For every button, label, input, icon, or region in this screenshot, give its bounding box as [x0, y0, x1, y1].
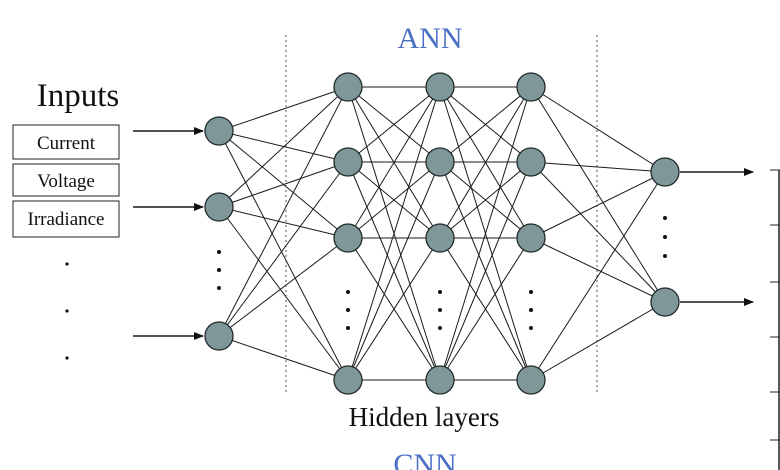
ellipsis-dot-output-2: [663, 254, 667, 258]
node-input-2: [204, 321, 234, 351]
edge-hidden-1-3-to-hidden-2-0: [347, 86, 441, 381]
input-label-voltage: Voltage: [37, 171, 95, 192]
ellipsis-dot-hidden-3-1: [529, 308, 533, 312]
edge-hidden-2-1-to-hidden-3-0: [439, 86, 532, 163]
edge-hidden-2-3-to-hidden-3-2: [439, 237, 532, 381]
node-input-0: [204, 116, 234, 146]
edge-input-1-to-hidden-1-3: [218, 206, 349, 381]
edge-hidden-1-2-to-hidden-2-1: [347, 161, 441, 239]
edge-hidden-2-2-to-hidden-3-0: [439, 86, 532, 239]
inputs-heading: Inputs: [37, 78, 120, 114]
node-output-1: [650, 287, 680, 317]
input-label-box-irradiance: Irradiance: [12, 200, 120, 238]
node-hidden-3-0: [516, 72, 546, 102]
node-hidden-1-1: [333, 147, 363, 177]
edge-hidden-3-0-to-output-0: [530, 86, 666, 173]
edge-hidden-3-3-to-output-1: [530, 301, 666, 381]
diagram-title: ANN: [398, 22, 463, 55]
io-arrows: [133, 127, 754, 340]
edge-hidden-3-2-to-output-0: [530, 171, 666, 239]
layer-ellipses: [217, 216, 667, 330]
ellipsis-dot-hidden-3-2: [529, 326, 533, 330]
edge-hidden-1-3-to-hidden-2-1: [347, 161, 441, 381]
ellipsis-dot-input-0: [217, 250, 221, 254]
network-nodes: [204, 72, 680, 395]
edge-input-2-to-hidden-1-1: [218, 161, 349, 337]
edge-input-2-to-hidden-1-0: [218, 86, 349, 337]
bottom-title: CNN: [393, 448, 456, 470]
node-output-0: [650, 157, 680, 187]
edge-input-1-to-hidden-1-0: [218, 86, 349, 208]
input-ellipsis: [65, 262, 69, 360]
edge-input-2-to-hidden-1-2: [218, 237, 349, 337]
edge-hidden-1-3-to-hidden-2-2: [347, 237, 441, 381]
ellipsis-dot-output-1: [663, 235, 667, 239]
edge-hidden-1-1-to-hidden-2-0: [347, 86, 441, 163]
edge-input-1-to-hidden-1-2: [218, 206, 349, 239]
network-edges: [218, 86, 666, 381]
edge-hidden-1-2-to-hidden-2-0: [347, 86, 441, 239]
input-label-irradiance: Irradiance: [28, 209, 105, 230]
ellipsis-dot-input-1: [217, 268, 221, 272]
ellipsis-dot-hidden-2-0: [438, 290, 442, 294]
edge-input-2-to-hidden-1-3: [218, 335, 349, 381]
edge-hidden-3-1-to-output-1: [530, 161, 666, 303]
node-hidden-1-0: [333, 72, 363, 102]
input-label-box-current: Current: [12, 124, 120, 160]
ellipsis-dot-hidden-2-1: [438, 308, 442, 312]
ellipsis-dot-output-0: [663, 216, 667, 220]
output-table: [770, 169, 780, 470]
ellipsis-dot-input-2: [217, 286, 221, 290]
node-input-1: [204, 192, 234, 222]
ellipsis-dot-hidden-3-0: [529, 290, 533, 294]
edge-hidden-3-0-to-output-1: [530, 86, 666, 303]
input-label-current: Current: [37, 133, 96, 154]
node-hidden-1-2: [333, 223, 363, 253]
edge-hidden-3-2-to-output-1: [530, 237, 666, 303]
node-hidden-2-3: [425, 365, 455, 395]
edge-input-1-to-hidden-1-1: [218, 161, 349, 208]
hidden-layers-label: Hidden layers: [349, 402, 500, 432]
ellipsis-dot-hidden-1-1: [346, 308, 350, 312]
node-hidden-2-1: [425, 147, 455, 177]
node-hidden-3-3: [516, 365, 546, 395]
node-hidden-3-2: [516, 223, 546, 253]
node-hidden-2-0: [425, 72, 455, 102]
ellipsis-dot-hidden-2-2: [438, 326, 442, 330]
edge-input-0-to-hidden-1-3: [218, 130, 349, 381]
node-hidden-2-2: [425, 223, 455, 253]
edge-input-0-to-hidden-1-0: [218, 86, 349, 132]
edge-hidden-2-3-to-hidden-3-0: [439, 86, 532, 381]
edge-hidden-3-1-to-output-0: [530, 161, 666, 173]
edge-hidden-3-3-to-output-0: [530, 171, 666, 381]
node-hidden-3-1: [516, 147, 546, 177]
edge-hidden-2-2-to-hidden-3-1: [439, 161, 532, 239]
input-label-box-voltage: Voltage: [12, 163, 120, 197]
node-hidden-1-3: [333, 365, 363, 395]
ellipsis-dot-hidden-1-2: [346, 326, 350, 330]
ellipsis-dot-hidden-1-0: [346, 290, 350, 294]
edge-hidden-2-3-to-hidden-3-1: [439, 161, 532, 381]
